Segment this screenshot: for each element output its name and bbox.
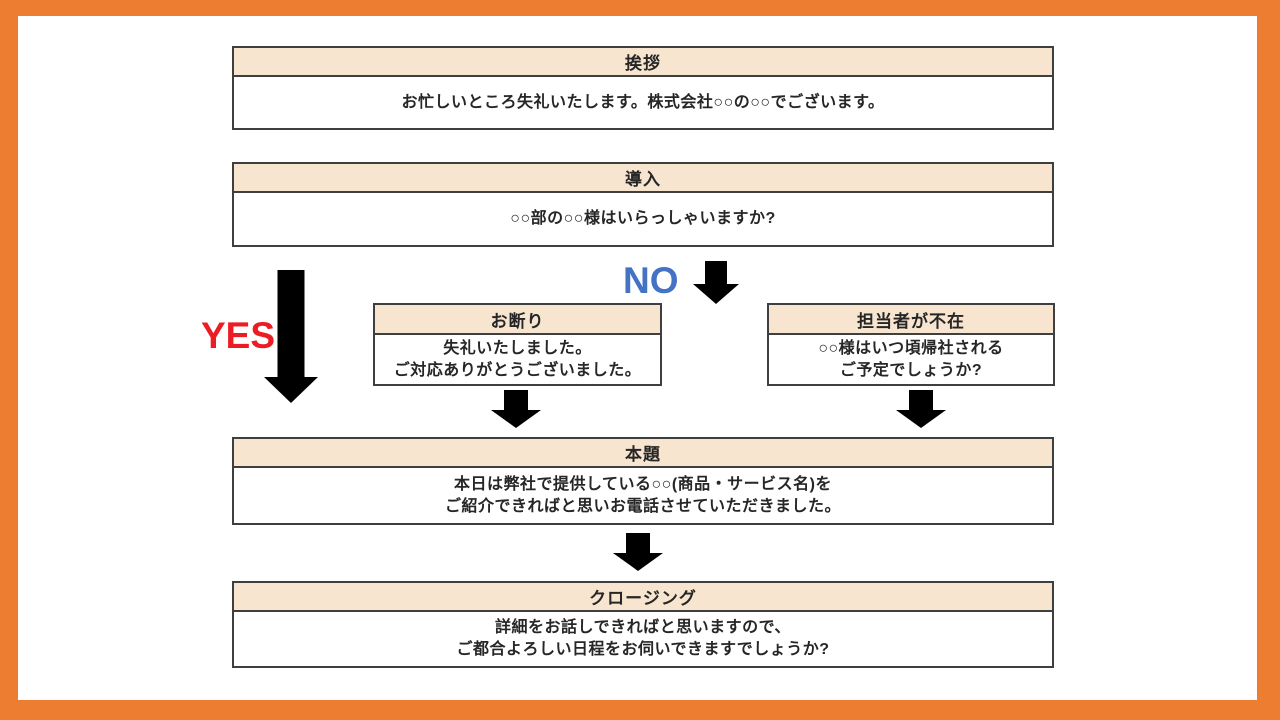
absent-line-2: ご予定でしょうか? [839, 361, 983, 379]
refusal-line-2: ご対応ありがとうございました。 [393, 361, 642, 379]
no-arrow-shaft [705, 261, 727, 284]
closing-box-body: 詳細をお話しできればと思いますので、 ご都合よろしい日程をお伺いできますでしょう… [234, 612, 1052, 666]
refusal-box: お断り 失礼いたしました。 ご対応ありがとうございました。 [373, 303, 662, 386]
absent-box-body: ○○様はいつ頃帰社される ご予定でしょうか? [769, 335, 1053, 384]
greeting-box-body: お忙しいところ失礼いたします。株式会社○○の○○でございます。 [234, 77, 1052, 128]
closing-box-title: クロージング [234, 583, 1052, 612]
main-topic-box-body: 本日は弊社で提供している○○(商品・サービス名)を ご紹介できればと思いお電話さ… [234, 468, 1052, 523]
closing-line-2: ご都合よろしい日程をお伺いできますでしょうか? [456, 641, 830, 658]
yes-arrow-head [264, 377, 318, 403]
introduction-line-1: ○○部の○○様はいらっしゃいますか? [510, 210, 776, 227]
closing-box: クロージング 詳細をお話しできればと思いますので、 ご都合よろしい日程をお伺いで… [232, 581, 1054, 668]
closing-line-1: 詳細をお話しできればと思いますので、 [495, 619, 791, 636]
refusal-arrow-shaft [504, 390, 528, 410]
no-arrow-head [693, 284, 739, 304]
main-topic-box: 本題 本日は弊社で提供している○○(商品・サービス名)を ご紹介できればと思いお… [232, 437, 1054, 525]
refusal-box-title: お断り [375, 305, 660, 335]
greeting-line-1: お忙しいところ失礼いたします。株式会社○○の○○でございます。 [401, 93, 885, 111]
main-topic-box-title: 本題 [234, 439, 1052, 468]
introduction-box: 導入 ○○部の○○様はいらっしゃいますか? [232, 162, 1054, 247]
main-arrow-shaft [626, 533, 650, 553]
introduction-box-body: ○○部の○○様はいらっしゃいますか? [234, 193, 1052, 245]
main-topic-down-arrow-icon [613, 533, 663, 571]
greeting-box-title: 挨拶 [234, 48, 1052, 77]
no-down-arrow-icon [693, 261, 739, 304]
yes-down-arrow-icon [264, 270, 318, 403]
refusal-arrow-head [491, 410, 541, 428]
yes-branch-label: YES [201, 315, 276, 356]
absent-arrow-head [896, 410, 946, 428]
main-topic-line-2: ご紹介できればと思いお電話させていただきました。 [444, 497, 841, 515]
main-topic-line-1: 本日は弊社で提供している○○(商品・サービス名)を [453, 475, 832, 493]
greeting-box: 挨拶 お忙しいところ失礼いたします。株式会社○○の○○でございます。 [232, 46, 1054, 130]
refusal-down-arrow-icon [491, 390, 541, 428]
absent-arrow-shaft [909, 390, 933, 410]
absent-box: 担当者が不在 ○○様はいつ頃帰社される ご予定でしょうか? [767, 303, 1055, 386]
no-branch-label: NO [623, 260, 679, 301]
absent-line-1: ○○様はいつ頃帰社される [818, 339, 1004, 357]
yes-arrow-shaft [277, 270, 305, 377]
refusal-line-1: 失礼いたしました。 [443, 339, 592, 357]
refusal-box-body: 失礼いたしました。 ご対応ありがとうございました。 [375, 335, 660, 384]
main-arrow-head [613, 553, 663, 571]
absent-box-title: 担当者が不在 [769, 305, 1053, 335]
absent-down-arrow-icon [896, 390, 946, 428]
introduction-box-title: 導入 [234, 164, 1052, 193]
